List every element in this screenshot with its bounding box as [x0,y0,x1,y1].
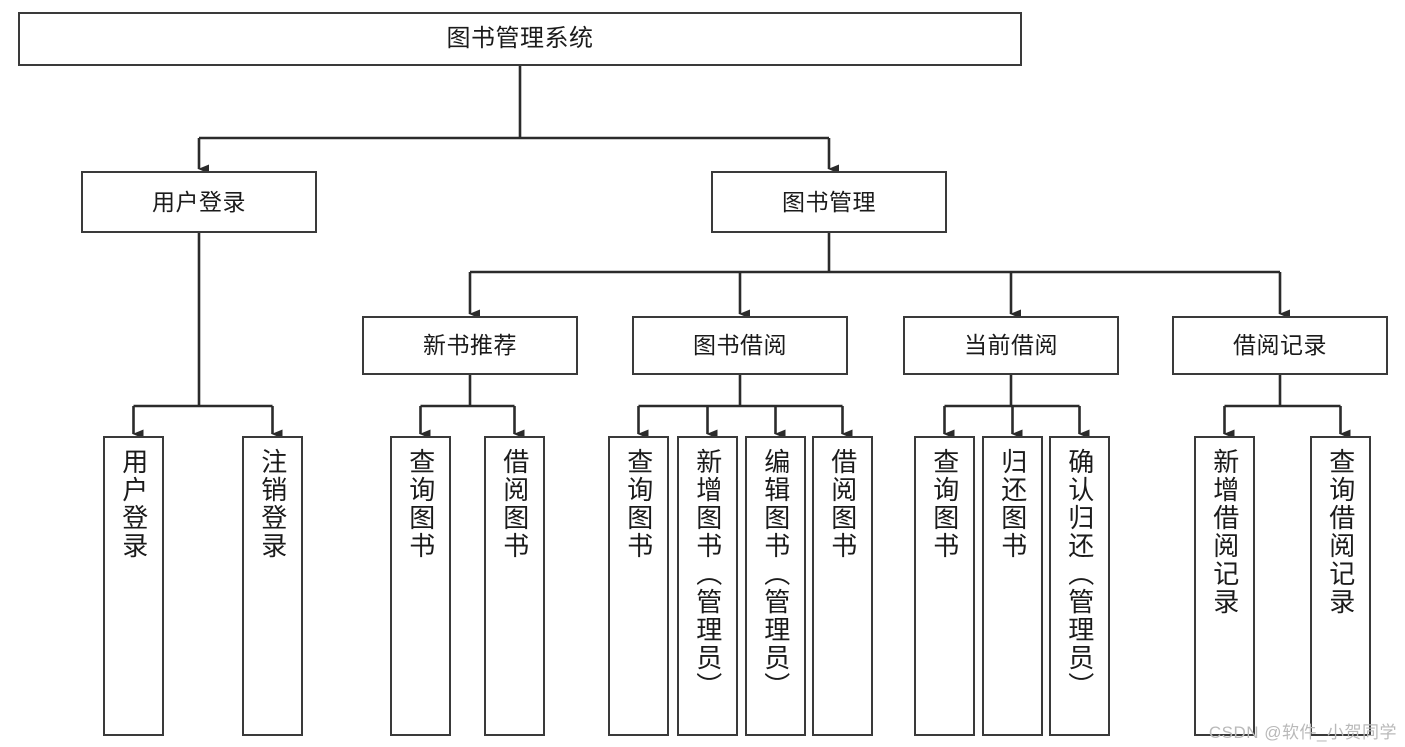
node-new-book-recommend-label: 新书推荐 [423,332,517,359]
node-leaf-add-record[interactable]: 新增借阅记录 [1194,436,1255,736]
node-borrow-record[interactable]: 借阅记录 [1172,316,1388,375]
node-leaf-query-book-3[interactable]: 查询图书 [914,436,975,736]
node-leaf-add-record-label: 新增借阅记录 [1209,448,1240,616]
node-leaf-query-book-1[interactable]: 查询图书 [390,436,451,736]
node-leaf-query-book-2[interactable]: 查询图书 [608,436,669,736]
node-leaf-borrow-book-2[interactable]: 借阅图书 [812,436,873,736]
node-leaf-logout[interactable]: 注销登录 [242,436,303,736]
node-leaf-confirm-return-label: 确认归还（管理员） [1064,448,1095,700]
node-root-label: 图书管理系统 [446,25,594,53]
node-book-manage[interactable]: 图书管理 [711,171,947,233]
node-leaf-query-record-label: 查询借阅记录 [1325,448,1356,616]
node-root[interactable]: 图书管理系统 [18,12,1022,66]
node-current-borrow[interactable]: 当前借阅 [903,316,1119,375]
node-book-borrow[interactable]: 图书借阅 [632,316,848,375]
node-user-login[interactable]: 用户登录 [81,171,317,233]
node-leaf-edit-book[interactable]: 编辑图书（管理员） [745,436,806,736]
node-leaf-confirm-return[interactable]: 确认归还（管理员） [1049,436,1110,736]
node-leaf-borrow-book-1-label: 借阅图书 [499,448,530,560]
node-leaf-query-book-1-label: 查询图书 [405,448,436,560]
node-leaf-add-book-label: 新增图书（管理员） [692,448,723,700]
node-book-borrow-label: 图书借阅 [693,332,787,359]
node-leaf-query-record[interactable]: 查询借阅记录 [1310,436,1371,736]
watermark: CSDN @软件_小贺同学 [1208,723,1397,742]
node-leaf-return-book-label: 归还图书 [997,448,1028,560]
node-borrow-record-label: 借阅记录 [1233,332,1327,359]
node-leaf-borrow-book-1[interactable]: 借阅图书 [484,436,545,736]
node-leaf-logout-label: 注销登录 [257,448,288,560]
node-leaf-edit-book-label: 编辑图书（管理员） [760,448,791,700]
node-leaf-add-book[interactable]: 新增图书（管理员） [677,436,738,736]
node-leaf-query-book-3-label: 查询图书 [929,448,960,560]
node-leaf-borrow-book-2-label: 借阅图书 [827,448,858,560]
node-leaf-query-book-2-label: 查询图书 [623,448,654,560]
node-leaf-return-book[interactable]: 归还图书 [982,436,1043,736]
node-book-manage-label: 图书管理 [782,188,876,215]
node-user-login-label: 用户登录 [152,188,246,215]
node-leaf-user-login-label: 用户登录 [118,448,149,560]
node-current-borrow-label: 当前借阅 [964,332,1058,359]
node-new-book-recommend[interactable]: 新书推荐 [362,316,578,375]
node-leaf-user-login[interactable]: 用户登录 [103,436,164,736]
